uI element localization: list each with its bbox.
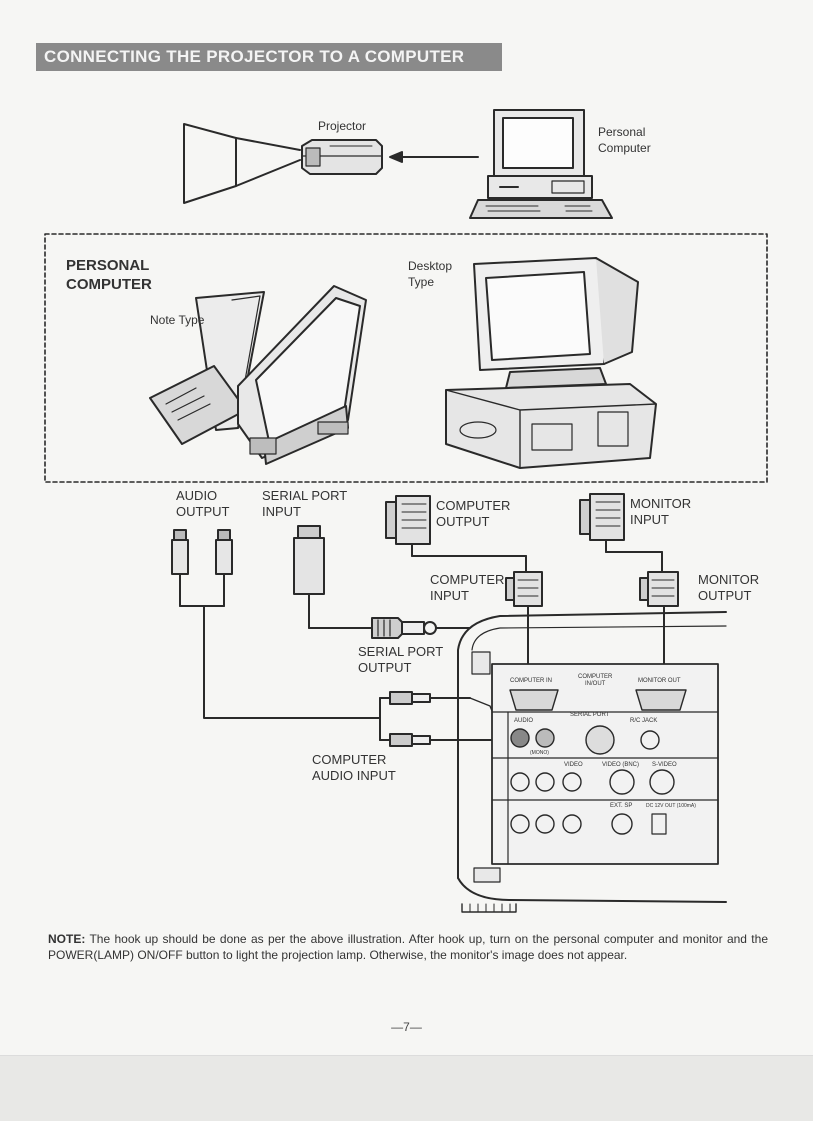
desktop-type-label: Desktop Type	[408, 259, 453, 289]
computer-output-connector-icon	[385, 495, 527, 573]
note-text: The hook up should be done as per the ab…	[48, 932, 768, 962]
projector-icon	[301, 139, 383, 175]
connection-diagram	[44, 109, 768, 913]
note-type-label: Note Type	[150, 313, 205, 327]
serial-port-output-label: SERIAL PORT OUTPUT	[358, 644, 444, 675]
audio-plug-icon	[389, 691, 507, 747]
panel-audio-label: AUDIO	[514, 718, 534, 724]
panel-serial-port-label: SERIAL PORT	[570, 712, 610, 718]
personal-computer-icon	[469, 109, 613, 219]
panel-video-bnc-label: VIDEO (BNC)	[602, 762, 640, 768]
panel-computer-inout-label: COMPUTER IN/OUT	[578, 674, 613, 687]
pc-group-heading: PERSONAL COMPUTER	[66, 257, 152, 293]
panel-dc-out-label: DC 12V OUT (100mA)	[646, 803, 696, 809]
monitor-input-label: MONITOR INPUT	[630, 496, 692, 527]
monitor-input-connector-icon	[579, 493, 663, 573]
serial-port-input-label: SERIAL PORT INPUT	[262, 488, 348, 519]
projector-rear-panel	[457, 611, 727, 913]
scan-margin	[0, 1055, 813, 1121]
manual-page: CONNECTING THE PROJECTOR TO A COMPUTER	[36, 43, 768, 1034]
panel-video-label: VIDEO	[564, 762, 583, 768]
projector-label: Projector	[318, 119, 367, 133]
projection-beam-icon	[183, 123, 301, 204]
audio-rca-cable-icon	[171, 529, 391, 741]
panel-monitor-out-label: MONITOR OUT	[638, 678, 681, 684]
note-key: NOTE:	[48, 932, 86, 946]
audio-output-label: AUDIO OUTPUT	[176, 488, 230, 519]
panel-ext-sp-label: EXT. SP	[610, 803, 633, 809]
serial-port-cable-icon	[293, 525, 471, 639]
pc-group-border	[44, 233, 768, 483]
laptop-icon	[149, 285, 367, 465]
hookup-note: NOTE: The hook up should be done as per …	[48, 931, 768, 963]
panel-computer-in-label: COMPUTER IN	[510, 678, 552, 684]
panel-mono-label: (MONO)	[530, 750, 549, 756]
computer-output-label: COMPUTER OUTPUT	[436, 498, 511, 529]
computer-input-label: COMPUTER INPUT	[430, 572, 505, 603]
monitor-output-label: MONITOR OUTPUT	[698, 572, 760, 603]
page-number: —7—	[391, 1020, 422, 1034]
panel-rc-jack-label: R/C JACK	[630, 718, 658, 724]
desktop-computer-icon	[445, 257, 657, 469]
computer-audio-input-label: COMPUTER AUDIO INPUT	[312, 752, 396, 783]
section-title: CONNECTING THE PROJECTOR TO A COMPUTER	[36, 43, 502, 71]
panel-s-video-label: S-VIDEO	[652, 762, 677, 768]
monitor-output-connector-icon	[639, 571, 679, 677]
computer-input-connector-icon	[505, 571, 543, 677]
personal-computer-label: Personal Computer	[598, 125, 651, 155]
signal-arrow-icon	[389, 151, 479, 163]
